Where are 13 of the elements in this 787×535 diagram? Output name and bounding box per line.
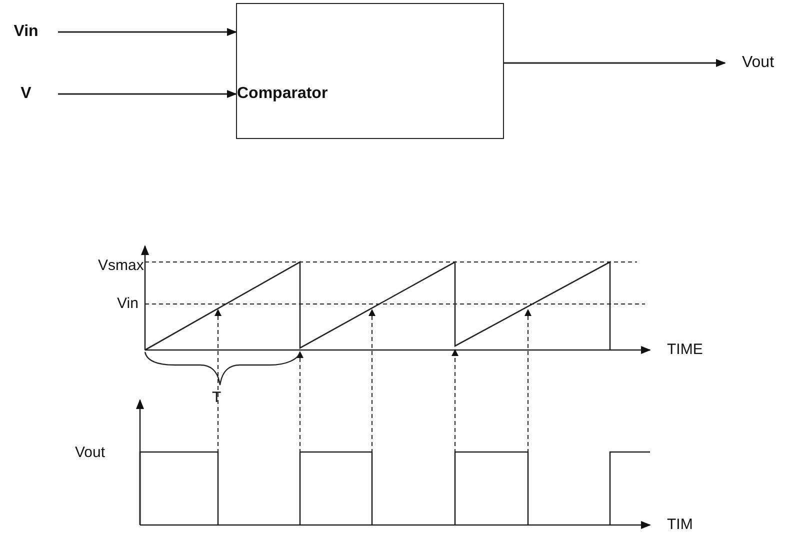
arrow [58,28,237,36]
axis-label: TIM [667,516,693,534]
level-label: Vin [117,295,138,313]
period-label: T [212,389,222,407]
level-label: Vsmax [98,257,144,275]
input-label: V [4,84,48,104]
arrow [504,59,726,67]
axis-label: TIME [667,341,703,359]
output-label: Vout [733,53,783,73]
level-label: Vout [75,444,106,462]
input-label: Vin [4,22,48,42]
arrow [58,90,237,98]
comparator-block: Comparator [236,3,504,139]
